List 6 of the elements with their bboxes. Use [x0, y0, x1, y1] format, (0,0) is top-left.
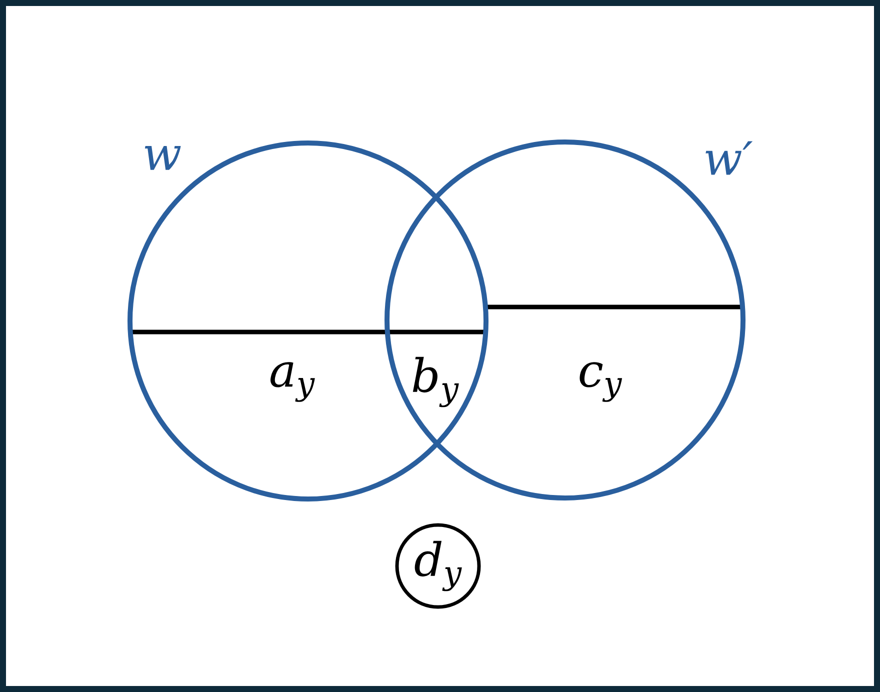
region-label: a$_{y}$: [270, 362, 315, 402]
set-label: w′: [706, 141, 753, 175]
set-label: w: [144, 146, 181, 170]
region-label: c$_{y}$: [580, 362, 622, 402]
region-label: d$_{y}$: [414, 540, 462, 592]
region-label: b$_{y}$: [412, 356, 459, 408]
